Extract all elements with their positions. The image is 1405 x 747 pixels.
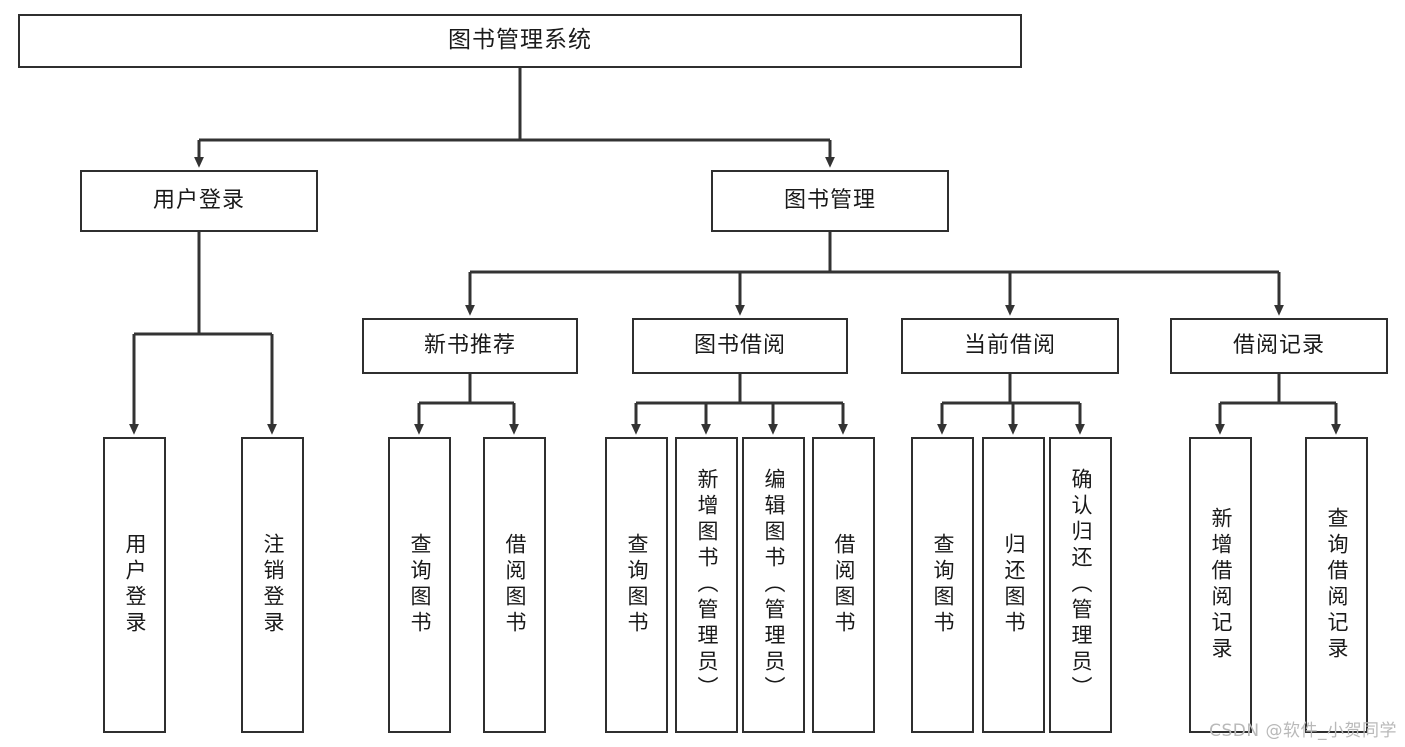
node-label: 查询图书: [625, 533, 650, 637]
node-leaf-add-book-admin[interactable]: 新增图书（管理员）: [675, 437, 738, 733]
node-label: 新增借阅记录: [1209, 507, 1234, 663]
node-current-borrow[interactable]: 当前借阅: [901, 318, 1119, 374]
node-leaf-edit-book-admin[interactable]: 编辑图书（管理员）: [742, 437, 805, 733]
node-root[interactable]: 图书管理系统: [18, 14, 1022, 68]
node-label: 图书借阅: [693, 332, 786, 358]
node-new-book-recommend[interactable]: 新书推荐: [362, 318, 578, 374]
node-label: 借阅图书: [832, 533, 857, 637]
node-leaf-confirm-return-admin[interactable]: 确认归还（管理员）: [1049, 437, 1112, 733]
node-user-login[interactable]: 用户登录: [80, 170, 318, 232]
node-label: 图书管理: [783, 187, 876, 213]
node-label: 新书推荐: [423, 332, 516, 358]
node-book-borrow[interactable]: 图书借阅: [632, 318, 848, 374]
node-label: 用户登录: [123, 533, 148, 637]
node-label: 注销登录: [261, 533, 286, 637]
node-leaf-query-borrow-record[interactable]: 查询借阅记录: [1305, 437, 1368, 733]
node-label: 当前借阅: [963, 332, 1056, 358]
node-leaf-logout-login[interactable]: 注销登录: [241, 437, 304, 733]
node-leaf-borrow-book-2[interactable]: 借阅图书: [812, 437, 875, 733]
node-leaf-user-login[interactable]: 用户登录: [103, 437, 166, 733]
node-label: 借阅记录: [1232, 332, 1325, 358]
node-label: 借阅图书: [503, 533, 528, 637]
node-label: 新增图书（管理员）: [695, 468, 720, 702]
node-book-manage[interactable]: 图书管理: [711, 170, 949, 232]
node-label: 归还图书: [1002, 533, 1027, 637]
node-leaf-query-book-1[interactable]: 查询图书: [388, 437, 451, 733]
node-label: 查询图书: [931, 533, 956, 637]
node-label: 查询图书: [408, 533, 433, 637]
watermark: CSDN @软件_小贺同学: [1209, 721, 1397, 741]
node-label: 确认归还（管理员）: [1069, 468, 1094, 702]
node-label: 编辑图书（管理员）: [762, 468, 787, 702]
node-borrow-record[interactable]: 借阅记录: [1170, 318, 1388, 374]
node-leaf-borrow-book-1[interactable]: 借阅图书: [483, 437, 546, 733]
node-leaf-return-book[interactable]: 归还图书: [982, 437, 1045, 733]
node-label: 图书管理系统: [448, 27, 592, 54]
node-leaf-query-book-3[interactable]: 查询图书: [911, 437, 974, 733]
node-leaf-add-borrow-record[interactable]: 新增借阅记录: [1189, 437, 1252, 733]
node-leaf-query-book-2[interactable]: 查询图书: [605, 437, 668, 733]
node-label: 查询借阅记录: [1325, 507, 1350, 663]
node-label: 用户登录: [152, 187, 245, 213]
